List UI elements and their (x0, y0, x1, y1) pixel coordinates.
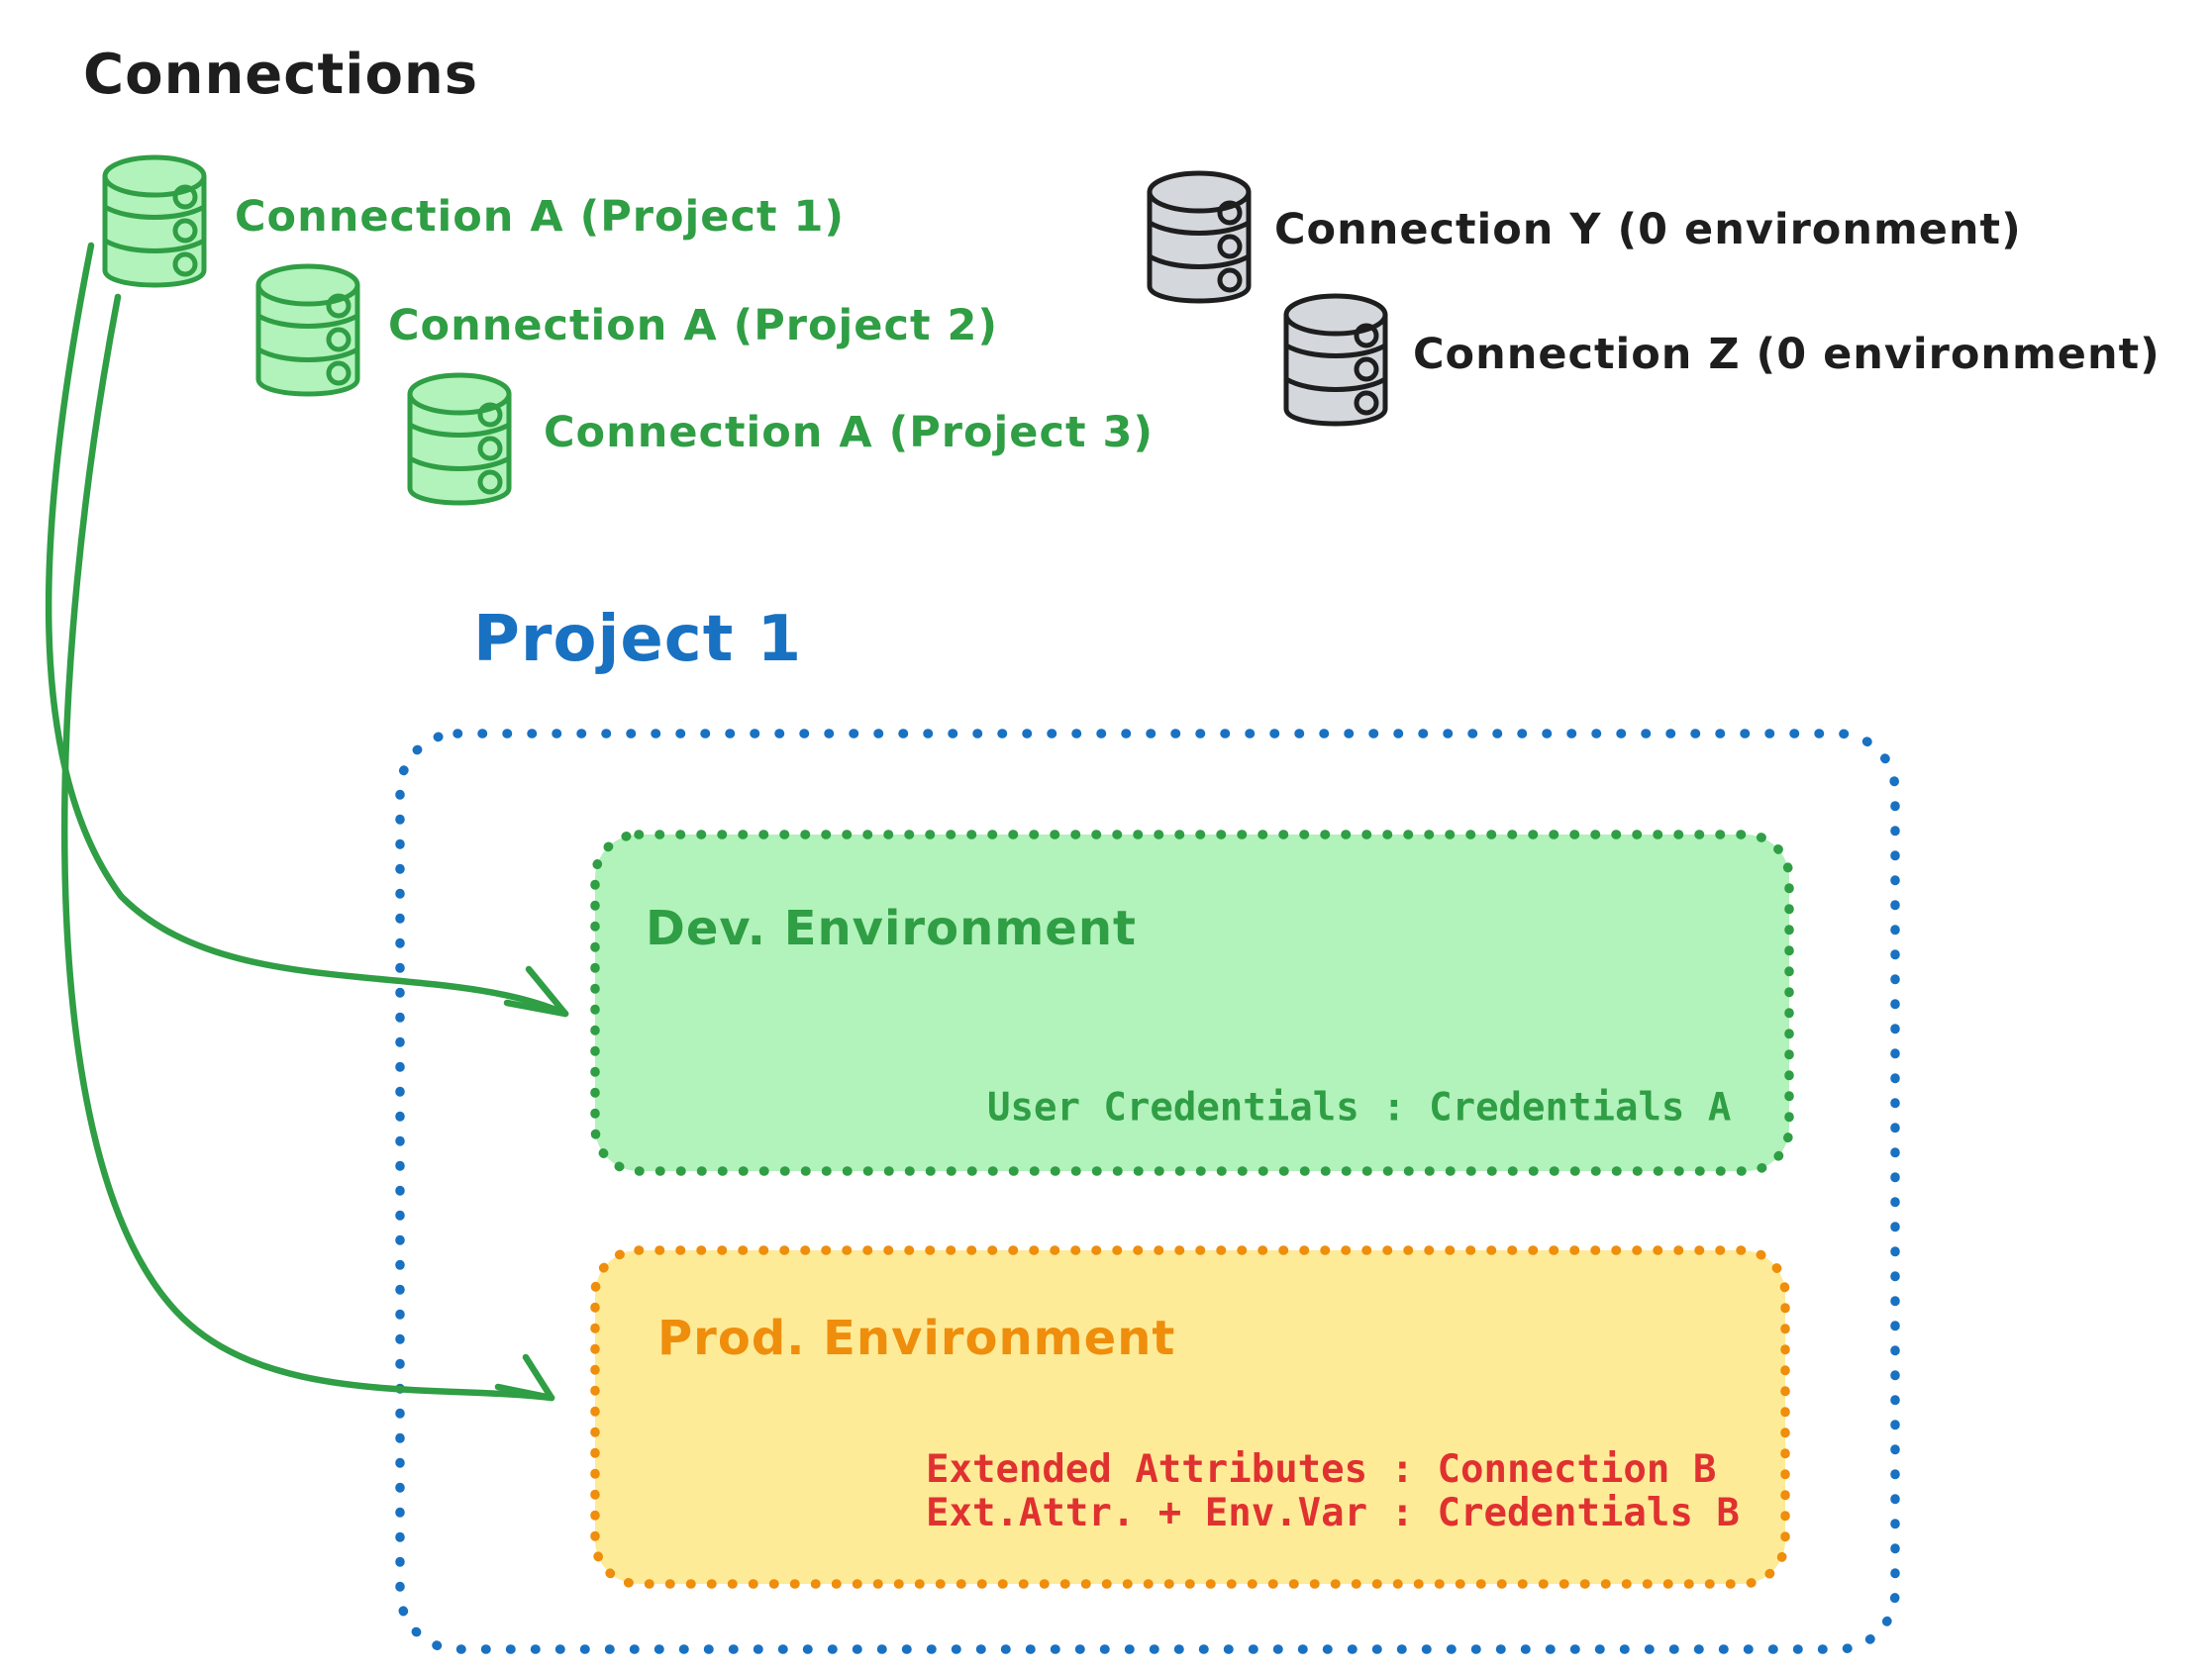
connection-y-label: Connection Y (0 environment) (1274, 205, 2022, 254)
database-icon (1150, 173, 1249, 301)
database-icon (1286, 296, 1385, 424)
database-icon (410, 375, 509, 503)
dev-credentials-text: User Credentials : Credentials A (987, 1085, 1732, 1131)
database-icon (258, 266, 357, 394)
project1-box (395, 729, 1900, 1654)
prod-environment-box (590, 1245, 1790, 1589)
prod-credentials-line2: Ext.Attr. + Env.Var : Credentials B (926, 1491, 1740, 1535)
dev-environment-title: Dev. Environment (646, 901, 1137, 956)
connection-a-project1-label: Connection A (Project 1) (235, 192, 846, 242)
arrow-connection-to-prod (60, 293, 555, 1402)
project1-title: Project 1 (473, 603, 803, 676)
prod-credentials-text: Extended Attributes : Connection B Ext.A… (926, 1448, 1740, 1535)
dev-environment-box (590, 830, 1794, 1176)
page-title: Connections (83, 43, 479, 107)
connection-z-label: Connection Z (0 environment) (1413, 330, 2161, 379)
arrow-connection-to-dev (45, 242, 569, 1018)
connection-a-project3-label: Connection A (Project 3) (544, 408, 1155, 457)
prod-environment-title: Prod. Environment (657, 1311, 1176, 1366)
connection-a-project2-label: Connection A (Project 2) (388, 301, 999, 350)
prod-credentials-line1: Extended Attributes : Connection B (926, 1447, 1717, 1492)
database-icon (105, 157, 204, 285)
